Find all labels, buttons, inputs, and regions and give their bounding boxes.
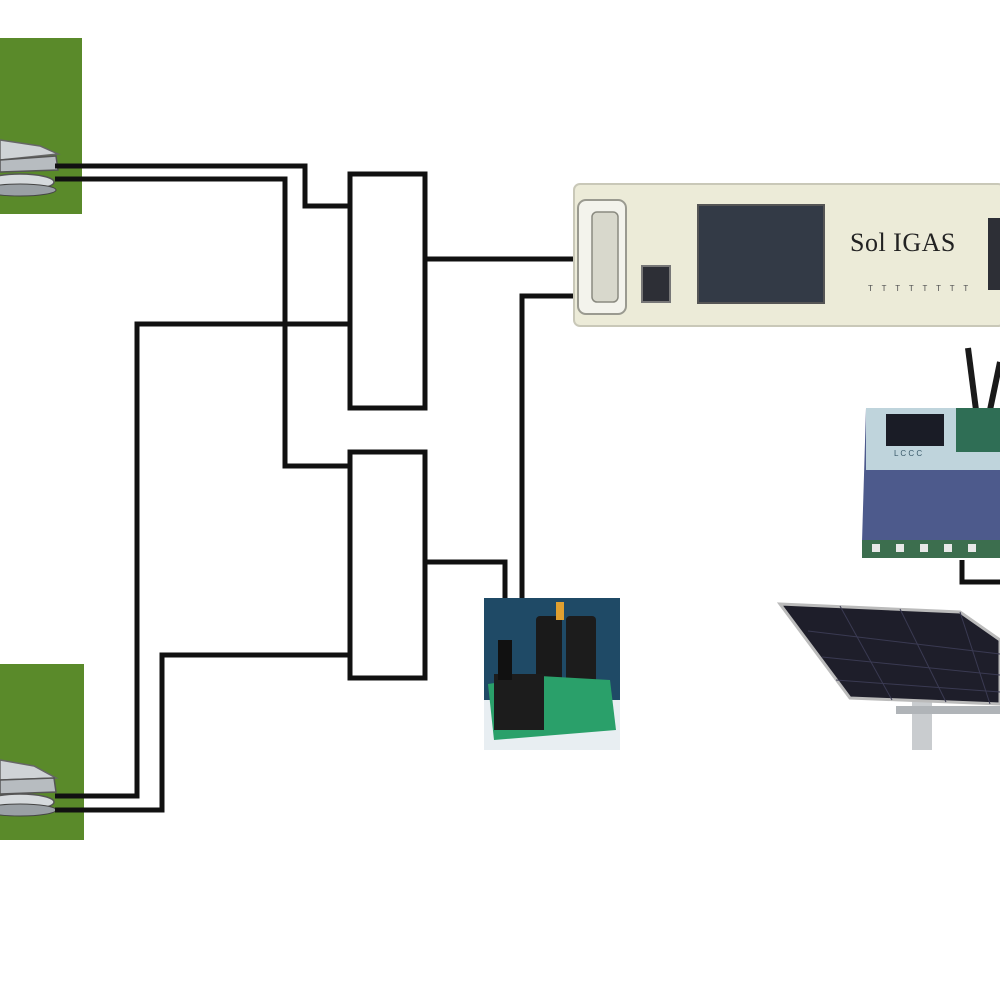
logger-green-module bbox=[956, 408, 1000, 452]
pump-valve bbox=[556, 602, 564, 620]
chamber-base-top bbox=[0, 184, 56, 196]
logger-display bbox=[886, 414, 944, 446]
wire-bottom-chamber-to-mux2 bbox=[55, 655, 350, 810]
multiplexer-box-bottom bbox=[350, 452, 425, 678]
analyzer-brand-label: Sol IGAS bbox=[850, 228, 956, 258]
wire-top-chamber-to-mux1 bbox=[55, 166, 350, 206]
chamber-base-bottom bbox=[0, 804, 56, 816]
analyzer-screen bbox=[698, 205, 824, 303]
solar-panel bbox=[780, 604, 1000, 750]
logger-label: L C C C bbox=[894, 449, 922, 458]
analyzer-sub-label: T T T T T T T T bbox=[868, 284, 970, 293]
pump-motor bbox=[494, 674, 544, 730]
pump-unit bbox=[484, 598, 620, 750]
wire-logger-out bbox=[962, 560, 1000, 582]
analyzer-side-port bbox=[988, 218, 1000, 290]
solar-stand-arm bbox=[896, 706, 1000, 714]
analyzer-handle-grip bbox=[592, 212, 618, 302]
multiplexer-box-top bbox=[350, 174, 425, 408]
data-logger bbox=[862, 348, 1000, 558]
analyzer-power-switch bbox=[642, 266, 670, 302]
antenna-right-icon bbox=[990, 362, 1000, 410]
logger-terminal-strip bbox=[862, 540, 1000, 558]
wire-bottom-chamber-to-mux1 bbox=[55, 324, 350, 796]
wire-analyzer-to-pump bbox=[522, 296, 578, 620]
antenna-left-icon bbox=[968, 348, 976, 410]
solar-panel-surface bbox=[780, 604, 1000, 704]
soil-chamber-top bbox=[0, 38, 82, 214]
soil-chamber-bottom bbox=[0, 664, 84, 840]
chamber-ring-bottom bbox=[0, 778, 56, 794]
pump-connector bbox=[498, 640, 512, 680]
